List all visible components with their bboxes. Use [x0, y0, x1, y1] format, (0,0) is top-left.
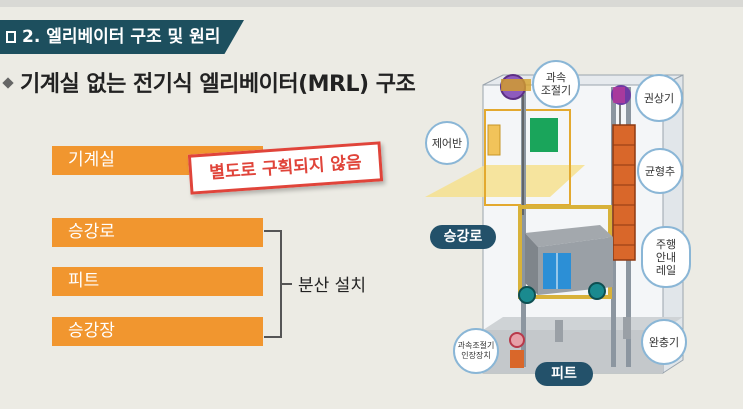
buffer-label: 완충기 — [641, 319, 687, 365]
hoist-label: 권상기 — [635, 74, 683, 122]
diamond-bullet-icon — [2, 77, 14, 89]
page-title-text: 기계실 없는 전기식 엘리베이터(MRL) 구조 — [20, 72, 416, 97]
section-title: 2. 엘리베이터 구조 및 원리 — [22, 27, 221, 47]
distributed-install-label: 분산 설치 — [298, 276, 366, 296]
guide-rail-label: 주행 안내 레일 — [641, 226, 691, 288]
page-title: 기계실 없는 전기식 엘리베이터(MRL) 구조 — [0, 66, 416, 98]
section-header: 2. 엘리베이터 구조 및 원리 — [0, 20, 244, 54]
top-strip — [0, 0, 743, 7]
bracket-connector — [264, 230, 282, 338]
governor-tension-label: 과속조절기 인장장치 — [453, 328, 499, 374]
pit-pill: 피트 — [535, 362, 593, 386]
controller-label: 제어반 — [425, 121, 469, 165]
elevator-diagram: 과속 조절기 권상기 제어반 균형추 승강로 주행 안내 레일 과속조절기 인장… — [425, 55, 725, 399]
landing-bar: 승강장 — [52, 317, 263, 346]
bracket-stub — [282, 283, 292, 285]
section-square-icon — [6, 31, 16, 43]
counterweight-label: 균형추 — [637, 148, 683, 194]
hoistway-bar: 승강로 — [52, 218, 263, 247]
pit-bar: 피트 — [52, 267, 263, 296]
hoistway-pill: 승강로 — [430, 225, 496, 249]
governor-label: 과속 조절기 — [532, 60, 580, 108]
elevator-illustration — [425, 74, 684, 374]
